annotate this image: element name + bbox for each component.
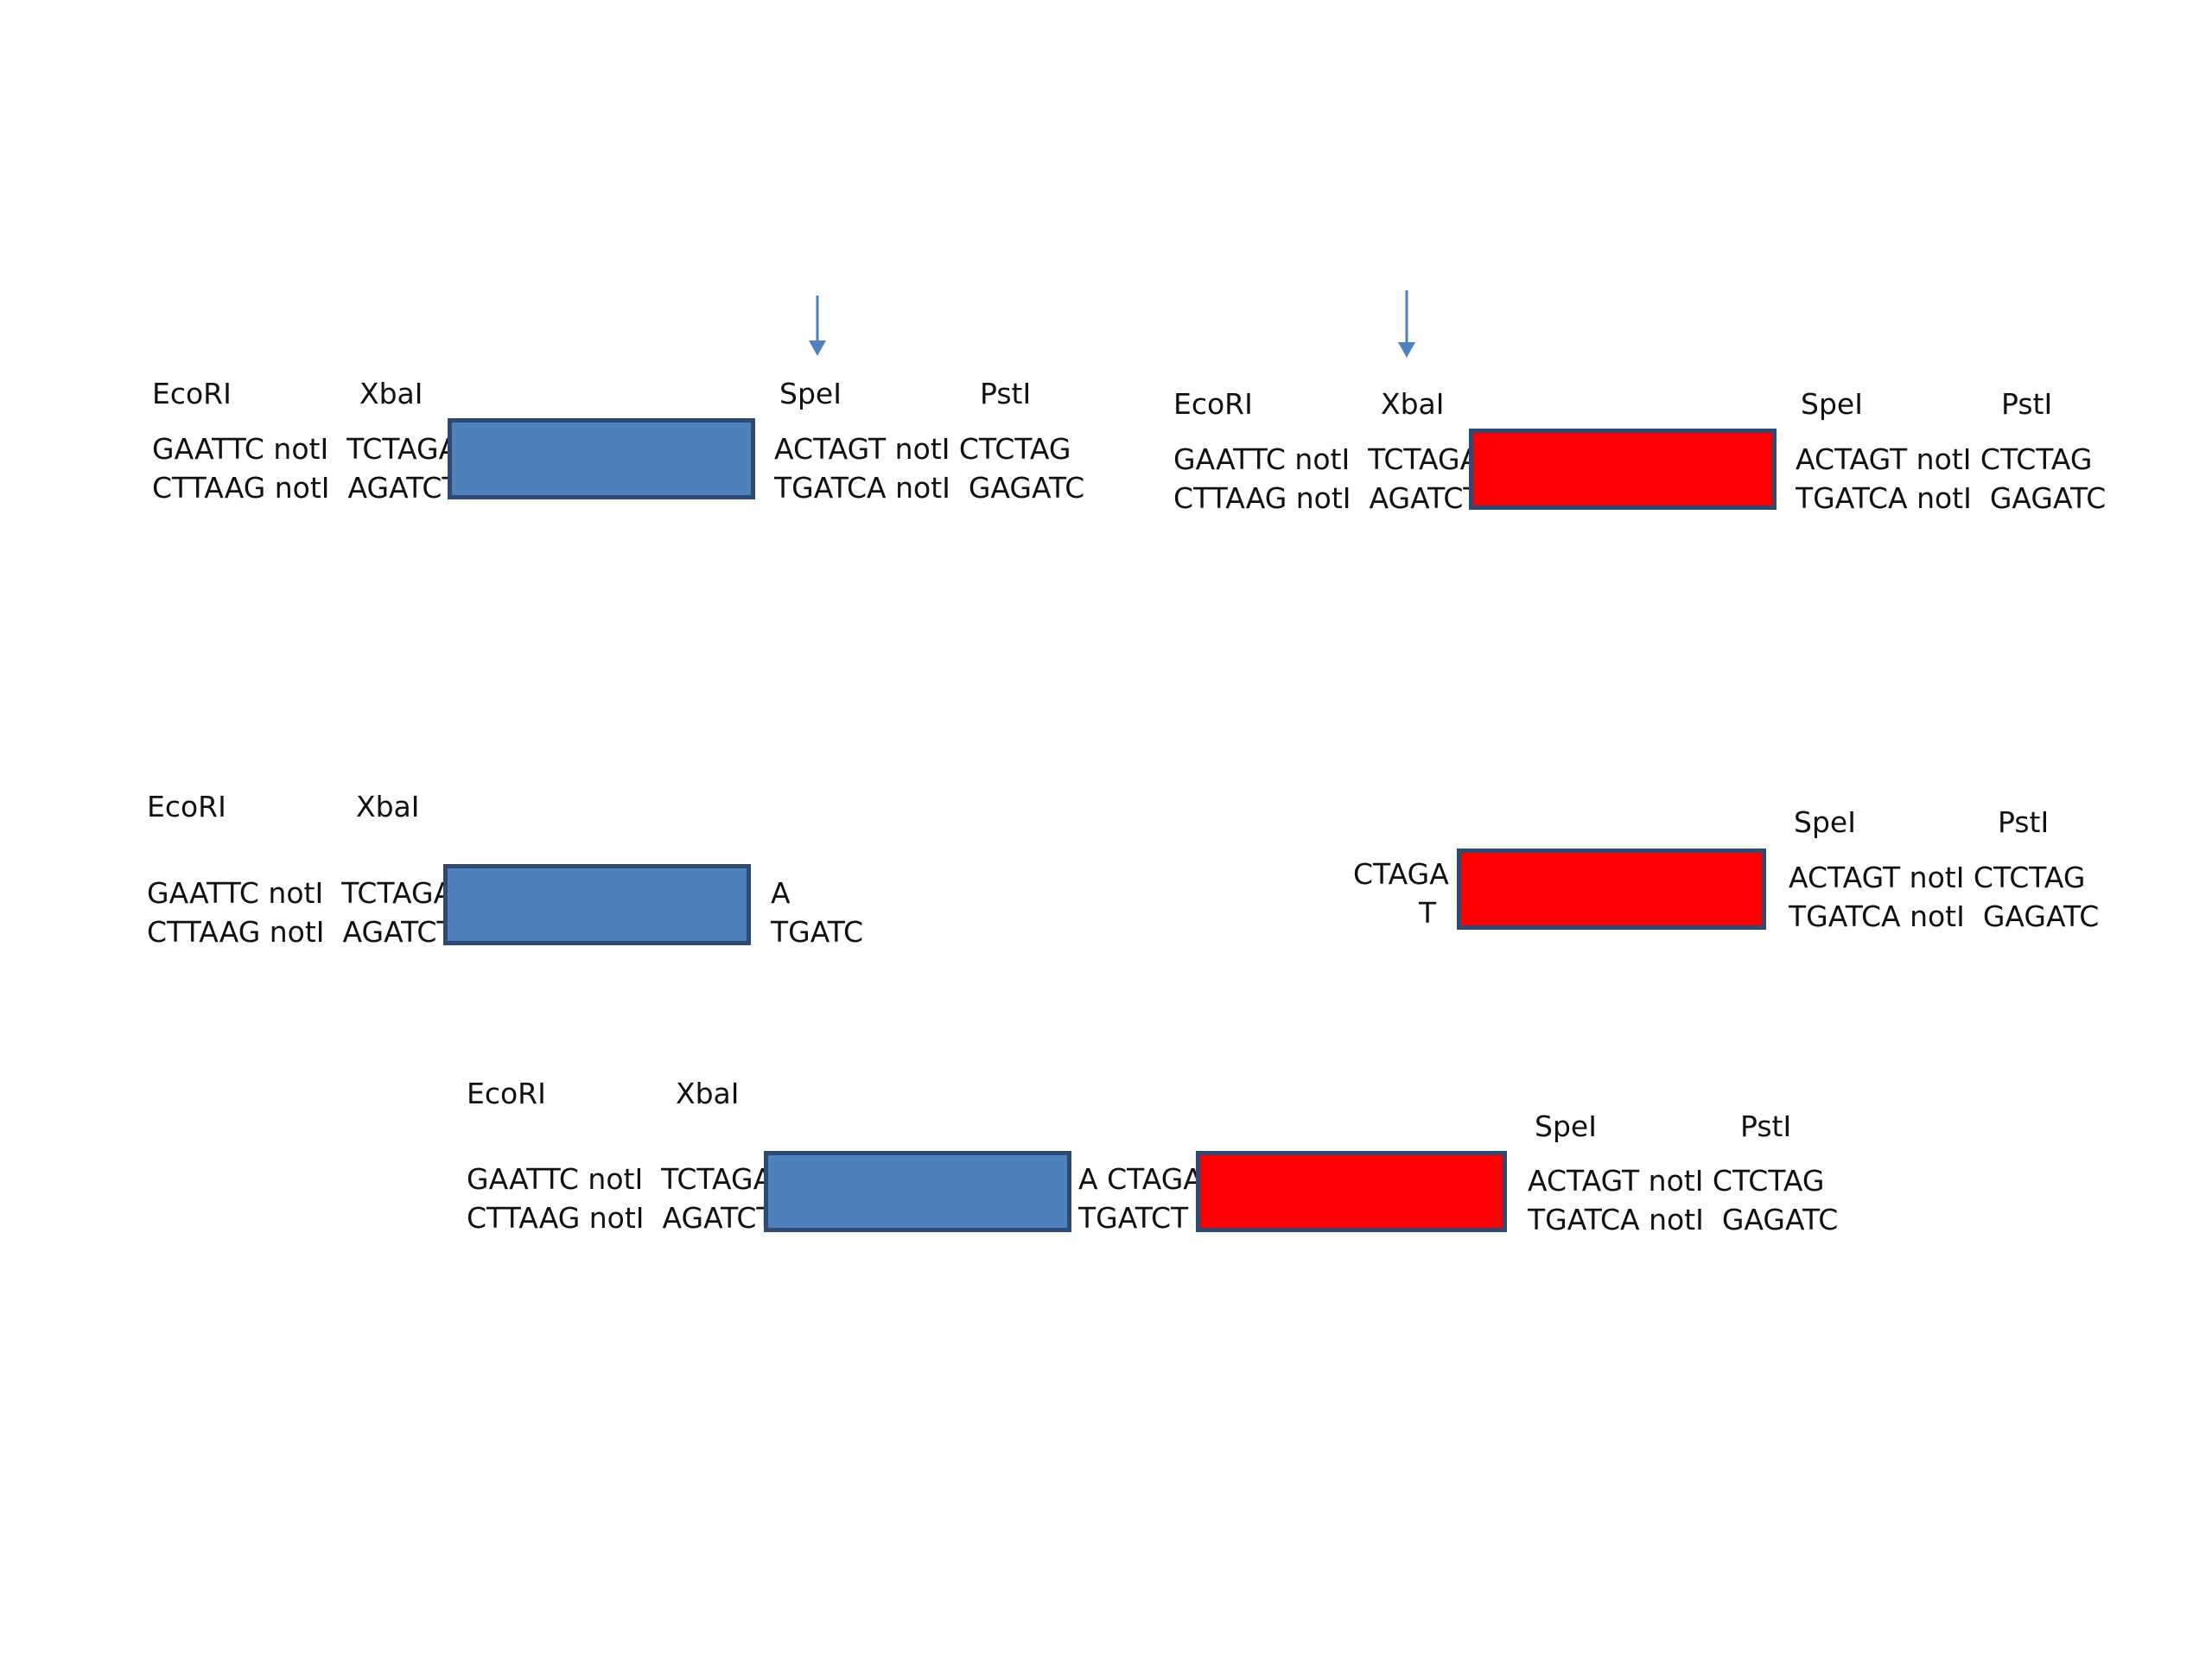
label-ecori: EcoRI: [147, 790, 226, 823]
red-part-box: [1457, 849, 1766, 930]
sequence-right-top-strand: ACTAGT notI CTCTAG: [1789, 861, 2086, 894]
sequence-right-top-strand: ACTAGT notI CTCTAG: [1796, 442, 2093, 476]
cut-arrow-spei-icon: [807, 296, 828, 358]
sticky-end-bottom-strand: T: [1419, 896, 1437, 930]
sticky-end-bottom-strand: TGATC: [771, 915, 864, 949]
sequence-left-bottom-strand: CTTAAG notI AGATCT: [1173, 481, 1481, 515]
sequence-left-top-strand: GAATTC notI TCTAGA: [152, 432, 459, 466]
sequence-right-top-strand: ACTAGT notI CTCTAG: [774, 432, 1071, 466]
label-psti: PstI: [1740, 1109, 1792, 1143]
sequence-left-top-strand: GAATTC notI TCTAGA: [467, 1162, 773, 1196]
scar-top-strand: A CTAGA: [1078, 1162, 1203, 1196]
label-xbai: XbaI: [676, 1077, 740, 1110]
sequence-left-top-strand: GAATTC notI TCTAGA: [147, 876, 454, 910]
label-ecori: EcoRI: [152, 377, 232, 410]
blue-part-box: [764, 1151, 1071, 1232]
label-spei: SpeI: [1535, 1109, 1597, 1143]
sequence-left-top-strand: GAATTC notI TCTAGA: [1173, 442, 1480, 476]
sequence-left-bottom-strand: CTTAAG notI AGATCT: [147, 915, 454, 949]
label-psti: PstI: [980, 377, 1032, 410]
blue-part-box: [448, 418, 755, 499]
scar-bottom-strand: TGATCT: [1078, 1201, 1189, 1235]
blue-part-box: [443, 864, 751, 945]
sequence-right-bottom-strand: TGATCA notI GAGATC: [1528, 1203, 1839, 1236]
sequence-right-bottom-strand: TGATCA notI GAGATC: [774, 471, 1085, 505]
sequence-left-bottom-strand: CTTAAG notI AGATCT: [152, 471, 460, 505]
label-spei: SpeI: [1794, 805, 1856, 839]
label-xbai: XbaI: [356, 790, 420, 823]
cut-arrow-xbai-icon: [1396, 290, 1417, 358]
label-spei: SpeI: [779, 377, 842, 410]
sequence-right-bottom-strand: TGATCA notI GAGATC: [1796, 481, 2107, 515]
label-xbai: XbaI: [359, 377, 423, 410]
label-psti: PstI: [2001, 387, 2053, 421]
sequence-right-top-strand: ACTAGT notI CTCTAG: [1528, 1164, 1825, 1198]
label-ecori: EcoRI: [467, 1077, 546, 1110]
label-ecori: EcoRI: [1173, 387, 1253, 421]
sequence-left-bottom-strand: CTTAAG notI AGATCT: [467, 1201, 774, 1235]
sequence-right-bottom-strand: TGATCA notI GAGATC: [1789, 899, 2100, 933]
sticky-end-top-strand: A: [771, 876, 791, 910]
red-part-box: [1469, 429, 1777, 510]
label-xbai: XbaI: [1381, 387, 1445, 421]
label-spei: SpeI: [1801, 387, 1863, 421]
sticky-end-top-strand: CTAGA: [1353, 857, 1449, 891]
red-part-box: [1196, 1151, 1507, 1232]
label-psti: PstI: [1998, 805, 2050, 839]
